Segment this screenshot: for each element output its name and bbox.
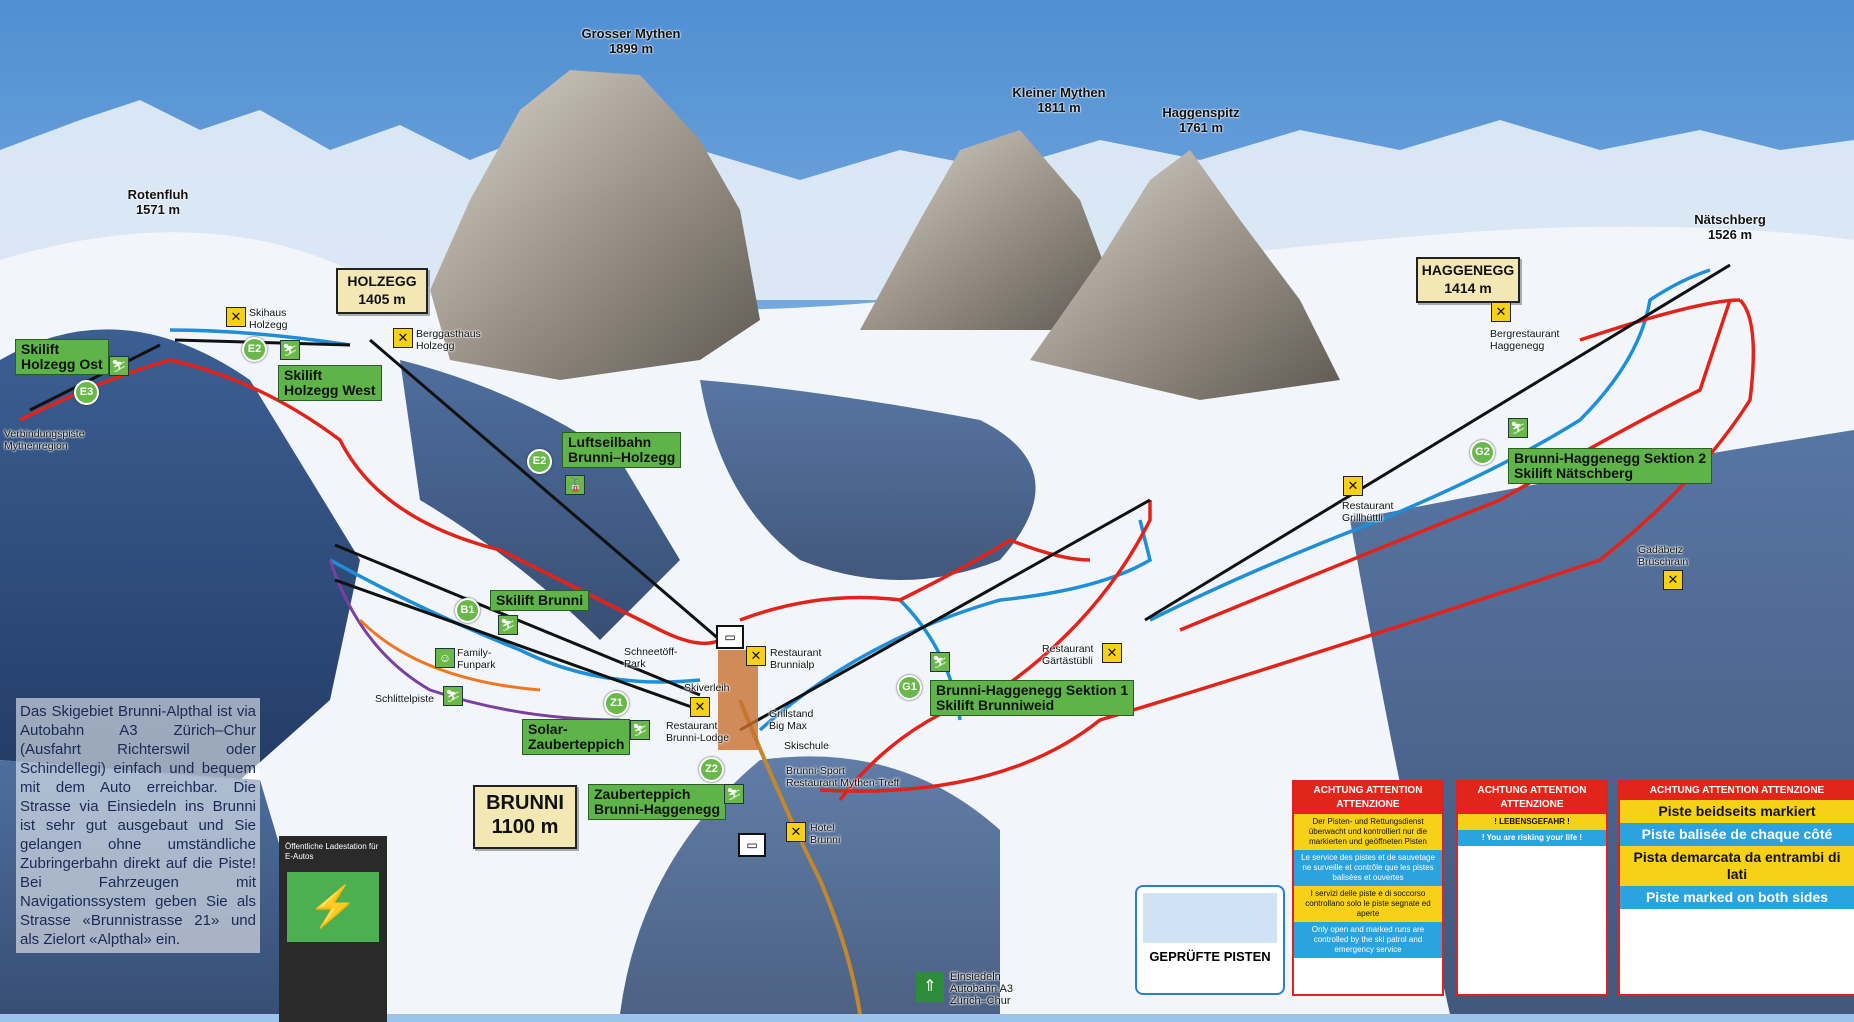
poi-family: Family-Funpark (457, 647, 496, 671)
magic-carpet-icon: ⛷ (630, 720, 650, 740)
access-info-text: Das Skigebiet Brunni-Alpthal ist via Aut… (16, 698, 260, 953)
lift-badge-z1: Z1 (604, 691, 629, 716)
restaurant-icon: ✕ (690, 697, 710, 717)
sled-icon: ⛷ (443, 686, 463, 706)
restaurant-icon: ✕ (1663, 570, 1683, 590)
restaurant-icon: ✕ (786, 822, 806, 842)
lift-badge-b1: B1 (455, 598, 480, 623)
lift-badge-e3: E3 (74, 380, 99, 405)
poi-skiverleih: Skiverleih (684, 682, 730, 694)
mountain-logo-icon (1143, 893, 1277, 943)
warning-header: ACHTUNG ATTENTION ATTENZIONE (1620, 782, 1854, 800)
warning-header: ACHTUNG ATTENTION ATTENZIONE (1294, 782, 1442, 814)
ev-charging-icon: ⚡ (287, 872, 379, 942)
poi-snowpark: Schneetöff-Park (624, 646, 678, 670)
restaurant-icon: ✕ (393, 328, 413, 348)
geprufte-pisten-sign: GEPRÜFTE PISTEN (1135, 885, 1285, 995)
poi-schlittel: Schlittelpiste (375, 693, 434, 705)
warning-text: Only open and marked runs are controlled… (1294, 922, 1442, 958)
family-park-icon: ☺ (435, 648, 455, 668)
lift-badge-z2: Z2 (699, 757, 724, 782)
marking-text: Pista demarcata da entrambi di lati (1620, 846, 1854, 886)
marking-text: Piste marked on both sides (1620, 886, 1854, 909)
magic-carpet-icon: ⛷ (724, 784, 744, 804)
skilift-icon: ⛷ (1508, 418, 1528, 438)
warning-text: I servizi delle piste e di soccorso cont… (1294, 886, 1442, 922)
lift-badge-g1: G1 (897, 675, 922, 700)
restaurant-icon: ✕ (1343, 476, 1363, 496)
charging-title: Öffentliche Ladestation für E-Autos (285, 842, 379, 861)
warning-text: Der Pisten- und Rettungsdienst überwacht… (1294, 814, 1442, 850)
danger-text: ! You are risking your life ! (1458, 830, 1606, 846)
bus-stop-icon: ▭ (716, 625, 744, 649)
restaurant-icon: ✕ (1102, 643, 1122, 663)
restaurant-icon: ✕ (1491, 302, 1511, 322)
geprufte-title: GEPRÜFTE PISTEN (1149, 949, 1271, 964)
motorway-icon: ⇑ (916, 972, 944, 1002)
skilift-icon: ⛷ (498, 615, 518, 635)
charging-station-sign: Öffentliche Ladestation für E-Autos ⚡ (279, 836, 387, 1022)
restaurant-icon: ✕ (226, 307, 246, 327)
warning-header: ACHTUNG ATTENTION ATTENZIONE (1458, 782, 1606, 814)
danger-text: ! LEBENSGEFAHR ! (1458, 814, 1606, 830)
warning-panel-2: ACHTUNG ATTENTION ATTENZIONE ! LEBENSGEF… (1456, 780, 1608, 996)
skilift-icon: ⛷ (109, 356, 129, 376)
lift-badge-g2: G2 (1470, 440, 1495, 465)
skilift-icon: ⛷ (280, 340, 300, 360)
marking-text: Piste balisée de chaque côté (1620, 823, 1854, 846)
skilift-icon: ⛷ (930, 652, 950, 672)
marking-text: Piste beidseits markiert (1620, 800, 1854, 823)
warning-text: Le service des pistes et de sauvetage ne… (1294, 850, 1442, 886)
bus-stop-icon: ▭ (738, 833, 766, 857)
warning-panel-1: ACHTUNG ATTENTION ATTENZIONE Der Pisten-… (1292, 780, 1444, 996)
lift-label-solar: Solar-Zauberteppich (522, 719, 631, 755)
restaurant-icon: ✕ (746, 646, 766, 666)
poi-skischule: Skischule (784, 740, 829, 752)
cable-car-icon: 🚡 (565, 475, 585, 495)
lift-badge-e2-cable: E2 (527, 449, 552, 474)
lift-badge-e2-west: E2 (242, 337, 267, 362)
lift-label-brunni: Skilift Brunni (490, 590, 590, 611)
warning-panel-3: ACHTUNG ATTENTION ATTENZIONE Piste beids… (1618, 780, 1854, 996)
